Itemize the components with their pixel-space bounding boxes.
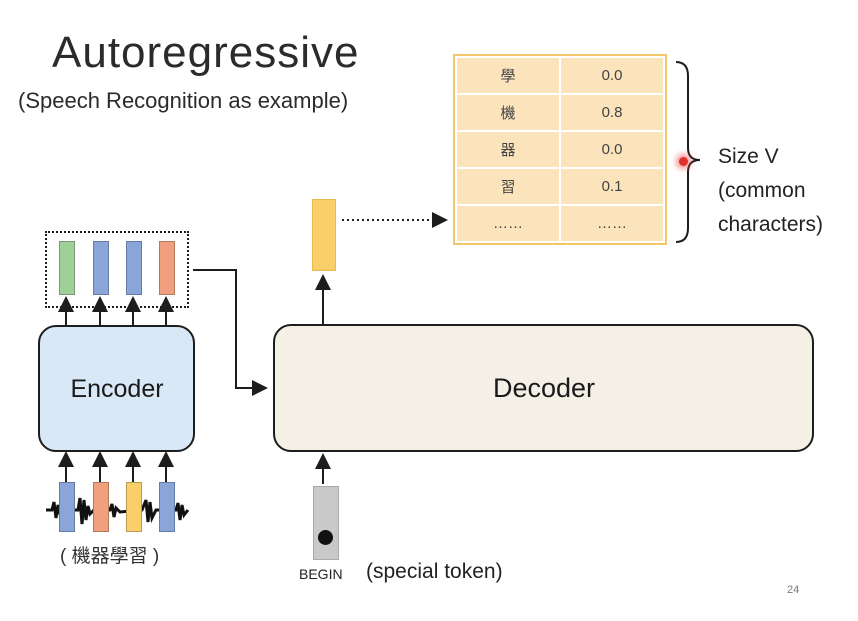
input-frame xyxy=(93,482,109,532)
table-row: ………… xyxy=(455,204,665,243)
prob-cell: 0.0 xyxy=(559,130,665,169)
char-cell: …… xyxy=(455,204,561,243)
char-cell: 機 xyxy=(455,93,561,132)
decoder-label: Decoder xyxy=(492,373,596,403)
encoder-output-vector xyxy=(59,241,75,295)
input-frame xyxy=(59,482,75,532)
input-frame xyxy=(159,482,175,532)
encoder-output-vector xyxy=(93,241,109,295)
size-v-note: Size V (common characters) xyxy=(718,140,823,242)
encoder-block xyxy=(38,325,195,452)
page-number: 24 xyxy=(787,584,800,596)
prob-cell: 0.8 xyxy=(559,93,665,132)
encoder-output-vector xyxy=(126,241,142,295)
input-frame xyxy=(126,482,142,532)
prob-cell: 0.1 xyxy=(559,167,665,206)
enc-to-dec-arrow xyxy=(193,269,268,396)
decoder-output-vector xyxy=(312,199,336,271)
slide-title: Autoregressive xyxy=(52,28,360,77)
size-v-line-1: Size V xyxy=(718,145,779,168)
laser-pointer-dot xyxy=(679,157,688,166)
slide-subtitle: (Speech Recognition as example) xyxy=(18,88,349,113)
begin-label: BEGIN xyxy=(299,566,343,582)
size-v-line-3: characters) xyxy=(718,213,824,236)
special-token-note: (special token) xyxy=(366,560,503,583)
prob-cell: 0.0 xyxy=(559,56,665,95)
begin-token xyxy=(313,486,339,560)
decoder-block xyxy=(273,324,814,452)
char-cell: 器 xyxy=(455,130,561,169)
encoder-output-group xyxy=(45,231,189,308)
input-chinese-label: ( 機器學習 ) xyxy=(60,546,160,567)
prob-cell: …… xyxy=(559,204,665,243)
begin-dot-icon xyxy=(318,530,333,545)
brace-bracket xyxy=(675,61,701,243)
encoder-output-vector xyxy=(159,241,175,295)
size-v-line-2: (common xyxy=(718,179,806,202)
char-cell: 學 xyxy=(455,56,561,95)
encoder-label: Encoder xyxy=(70,374,164,403)
char-cell: 習 xyxy=(455,167,561,206)
